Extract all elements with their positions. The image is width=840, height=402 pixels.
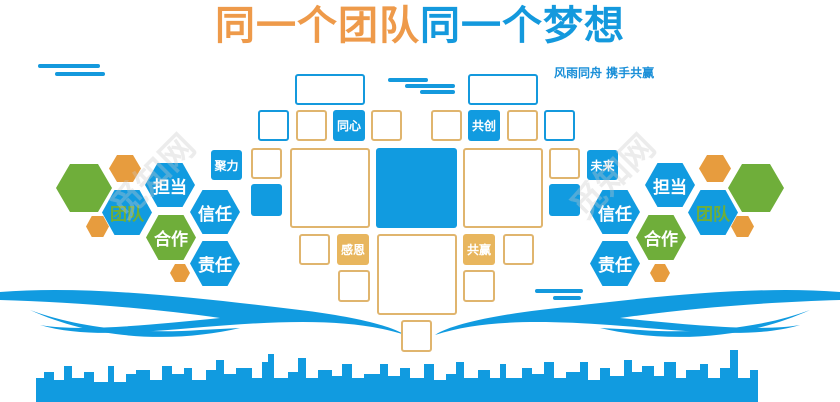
tile-tongxin: 同心 [333, 110, 365, 141]
tile-ganen: 感恩 [337, 234, 369, 265]
blue-tile-large [376, 148, 457, 228]
wave-decoration [0, 290, 840, 337]
hex-orange [731, 216, 754, 237]
photo-frame [503, 234, 534, 265]
photo-frame [549, 148, 580, 179]
photo-frame-large [463, 148, 543, 228]
hex-hezuo: 合作 [146, 215, 196, 260]
page-title: 同一个团队同一个梦想 [0, 2, 840, 50]
tile-weilai: 未来 [587, 150, 618, 180]
city-skyline [36, 350, 758, 402]
blue-tile [251, 184, 282, 216]
hex-hezuo: 合作 [636, 215, 686, 260]
hex-dandang: 担当 [645, 163, 695, 207]
photo-frame [299, 234, 330, 265]
hex-orange [86, 216, 109, 237]
title-part-1: 同一个团队 [215, 2, 420, 49]
photo-frame [371, 110, 402, 141]
photo-frame [296, 110, 327, 141]
title-part-2: 同一个梦想 [420, 2, 625, 49]
photo-frame [251, 148, 282, 179]
photo-frame [544, 110, 575, 141]
hex-tuandui: 团队 [102, 190, 152, 235]
photo-frame [463, 270, 495, 302]
hex-tuandui: 团队 [688, 190, 738, 235]
photo-frame-large [290, 148, 370, 228]
hex-orange [650, 264, 670, 282]
tile-gongchuang: 共创 [468, 110, 500, 141]
photo-frame [507, 110, 538, 141]
photo-frame [338, 270, 370, 302]
subtitle: 风雨同舟 携手共赢 [554, 66, 655, 80]
photo-frame [295, 74, 365, 105]
photo-frame-large [377, 234, 457, 315]
hex-orange [170, 264, 190, 282]
photo-frame [468, 74, 538, 105]
hex-orange [699, 155, 731, 182]
tile-gongying: 共赢 [463, 234, 495, 265]
hex-green [56, 164, 112, 212]
hex-green [728, 164, 784, 212]
tile-juli: 聚力 [211, 150, 242, 180]
hex-xinren: 信任 [190, 190, 240, 234]
photo-frame [431, 110, 462, 141]
photo-frame [401, 320, 432, 352]
photo-frame [258, 110, 289, 141]
blue-tile [549, 184, 580, 216]
